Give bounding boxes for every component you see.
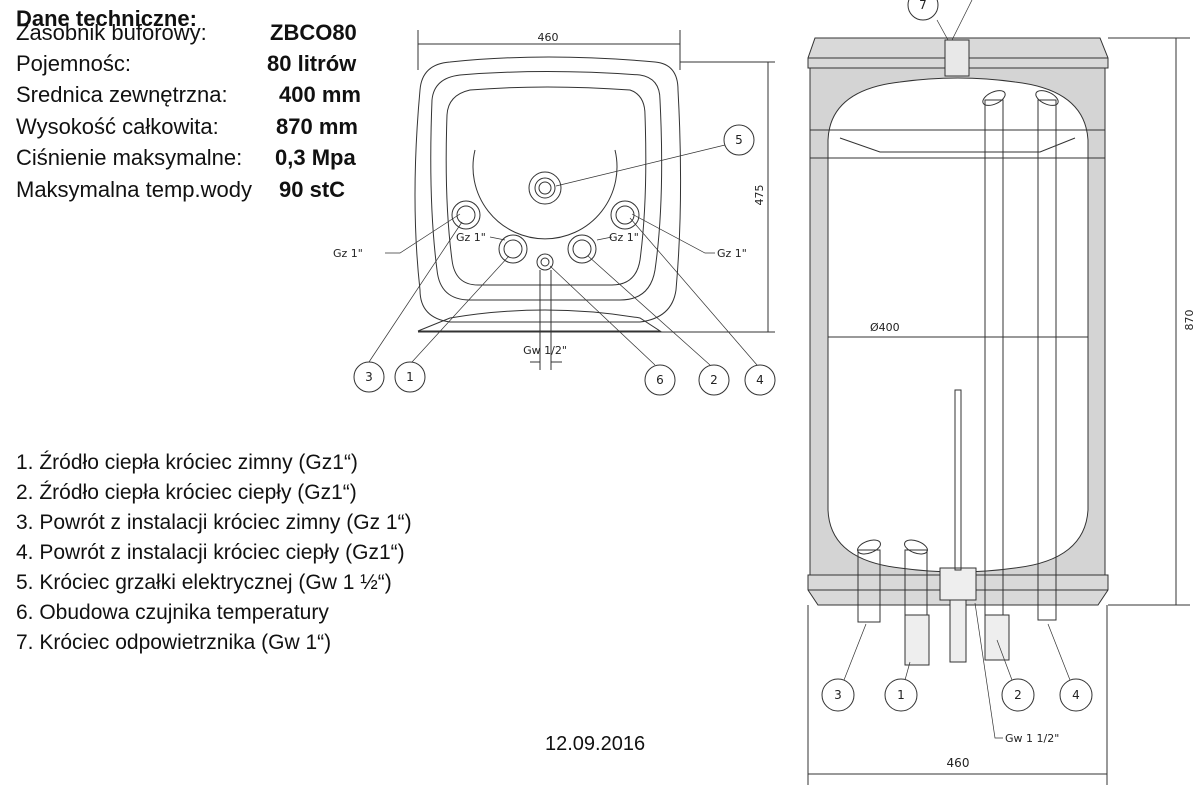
legend-item: 7. Króciec odpowietrznika (Gw 1“) (16, 631, 332, 654)
document-date: 12.09.2016 (545, 733, 646, 755)
callout-label: 5 (735, 133, 743, 147)
callouts-top: 3 1 6 2 4 5 (353, 124, 776, 396)
spec-value: ZBCO80 (270, 20, 357, 45)
spec-value: 870 mm (276, 114, 358, 139)
sensor-port (530, 253, 562, 370)
spec-value: 0,3 Mpa (275, 145, 356, 170)
thread-label: Gz 1" (717, 247, 747, 260)
heater-port (528, 171, 562, 205)
thread-label: Gz 1" (609, 231, 639, 244)
spec-value: 90 stC (279, 177, 346, 202)
thread-label: Gw 1/2" (523, 344, 567, 357)
diameter-dimension: Ø400 (828, 321, 1088, 338)
callout-label: 4 (756, 373, 764, 387)
thread-label: Gw 1 1/2" (1005, 732, 1059, 745)
housing-outline (414, 56, 682, 323)
thread-label: Gz 1" (456, 231, 486, 244)
housing-inner-2 (445, 86, 647, 286)
leader-lines (368, 144, 758, 366)
legend-item: 3. Powrót z instalacji króciec zimny (Gz… (16, 511, 412, 534)
spec-label: Srednica zewnętrzna: (16, 82, 228, 107)
width-dimension-front: 460 (807, 605, 1108, 785)
callout-label: 3 (834, 688, 842, 702)
spec-value: 400 mm (279, 82, 361, 107)
spec-label: Ciśnienie maksymalne: (16, 145, 243, 170)
vent-port (944, 39, 970, 77)
center-flange (472, 149, 618, 240)
callout-label: 1 (897, 688, 905, 702)
housing-inner (430, 71, 663, 301)
inner-vessel (827, 77, 1089, 573)
specs-title: Dane techniczne: (16, 6, 197, 31)
legend-item: 5. Króciec grzałki elektrycznej (Gw 1 ½“… (16, 571, 392, 594)
port-1 (498, 234, 528, 264)
callout-label: 7 (919, 0, 927, 12)
height-dimension: 475 (680, 61, 775, 332)
port-2 (567, 234, 597, 264)
spec-label: Wysokość całkowita: (16, 114, 219, 139)
callout-label: 6 (656, 373, 664, 387)
dimension-label: 460 (947, 756, 970, 770)
legend-item: 2. Źródło ciepła króciec ciepły (Gz1“) (16, 481, 357, 504)
dimension-label: 475 (753, 185, 766, 206)
dimension-label: Ø400 (870, 321, 900, 334)
port-3 (451, 200, 481, 230)
callout-label: 4 (1072, 688, 1080, 702)
callout-label: 2 (710, 373, 718, 387)
base-plate (417, 309, 662, 332)
mounting-bracket (809, 129, 1106, 159)
dimension-label: 870 (1183, 310, 1196, 331)
callout-label: 1 (406, 370, 414, 384)
spec-label: Zasobnik buforowy: (16, 20, 207, 45)
dimension-label: 460 (538, 31, 559, 44)
spec-label: Maksymalna temp.wody (16, 177, 252, 202)
thread-label: Gz 1" (333, 247, 363, 260)
callout-label: 2 (1014, 688, 1022, 702)
height-dimension-front: 870 (1108, 37, 1196, 606)
legend-item: 1. Źródło ciepła króciec zimny (Gz1“) (16, 451, 358, 474)
leader-lines-front (843, 0, 1071, 739)
callout-label: 3 (365, 370, 373, 384)
legend-item: 4. Powrót z instalacji króciec ciepły (G… (16, 541, 405, 564)
width-dimension: 460 (417, 30, 681, 70)
spec-label: Pojemnośc: (16, 51, 131, 76)
fittings (904, 389, 1010, 666)
callouts-front: 7 3 1 2 4 (821, 0, 1093, 712)
legend-item: 6. Obudowa czujnika temperatury (16, 601, 329, 624)
spec-value: 80 litrów (267, 51, 357, 76)
